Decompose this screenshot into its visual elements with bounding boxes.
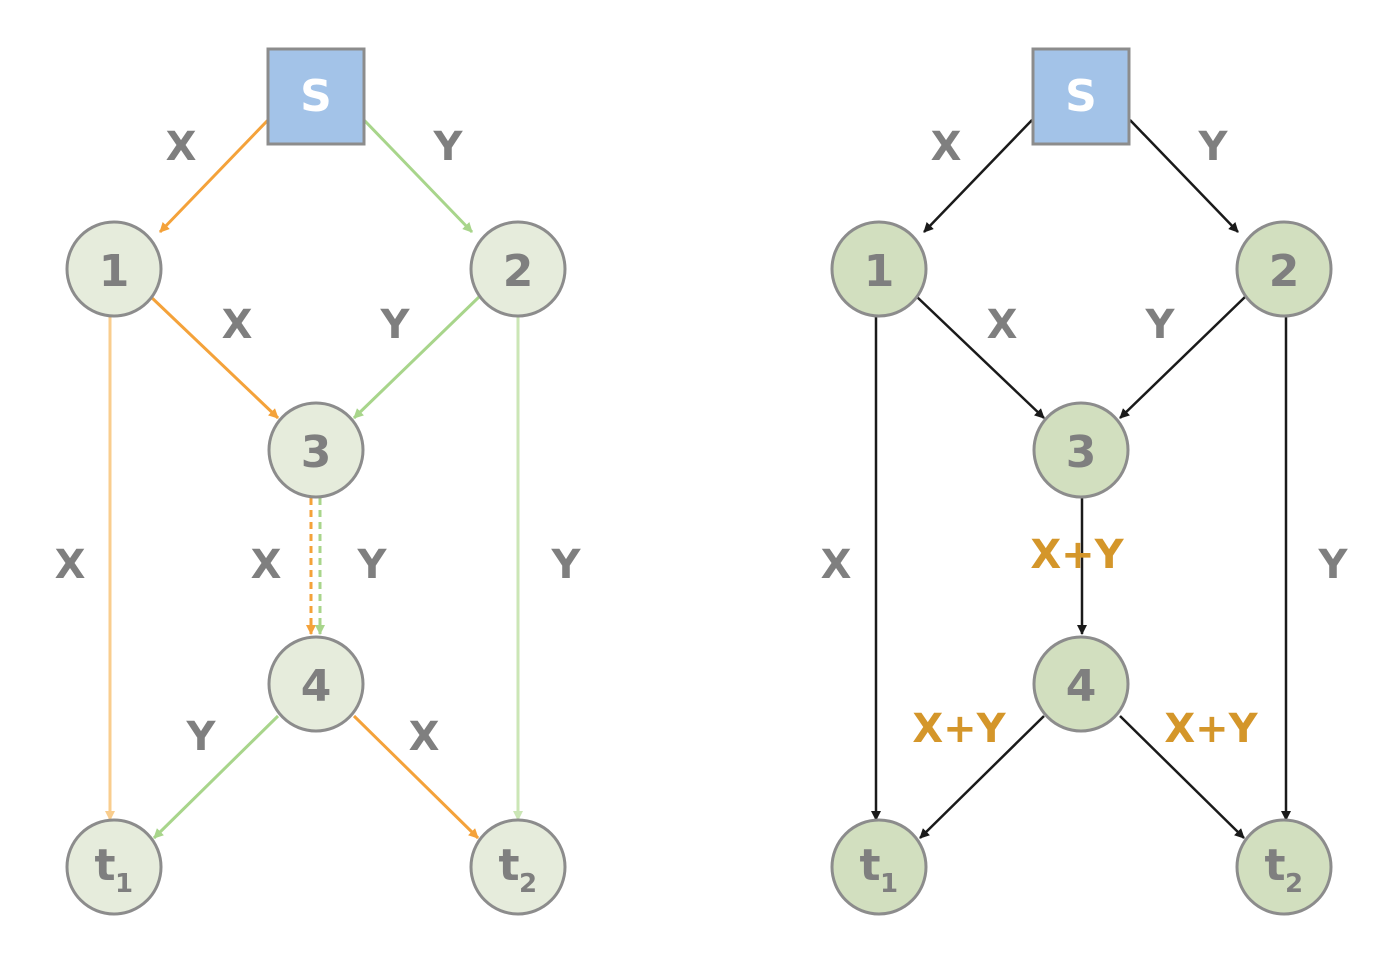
svg-text:2: 2 bbox=[1285, 869, 1303, 899]
left-node-t1: t 1 bbox=[65, 818, 163, 916]
right-edge-4-t1 bbox=[919, 715, 1045, 839]
left-label-2-t2: Y bbox=[551, 542, 582, 588]
left-label-1-3: X bbox=[222, 302, 253, 348]
svg-text:S: S bbox=[300, 71, 332, 122]
right-label-1-t1: X bbox=[821, 542, 852, 588]
right-edge-2-3 bbox=[1119, 295, 1247, 419]
left-node-4: 4 bbox=[267, 635, 365, 733]
svg-text:3: 3 bbox=[301, 427, 332, 478]
left-edge-2-3 bbox=[352, 294, 482, 420]
right-node-s: S bbox=[1031, 47, 1131, 146]
left-node-3: 3 bbox=[267, 401, 365, 499]
left-label-3-4-x: X bbox=[251, 542, 282, 588]
svg-text:2: 2 bbox=[503, 246, 534, 297]
left-edge-s-2 bbox=[362, 118, 474, 234]
right-label-4-t1: X+Y bbox=[912, 706, 1006, 752]
right-label-s-2: Y bbox=[1198, 124, 1229, 170]
left-node-s: S bbox=[266, 47, 366, 146]
right-label-2-t2: Y bbox=[1318, 542, 1349, 588]
left-node-t2: t 2 bbox=[469, 818, 567, 916]
right-label-3-4: X+Y bbox=[1030, 532, 1124, 578]
svg-text:1: 1 bbox=[880, 869, 898, 899]
left-edge-4-t2 bbox=[352, 714, 480, 840]
right-label-1-3: X bbox=[987, 302, 1018, 348]
svg-text:1: 1 bbox=[115, 869, 133, 899]
right-label-4-t2: X+Y bbox=[1164, 706, 1258, 752]
right-node-2: 2 bbox=[1235, 220, 1333, 318]
right-label-s-1: X bbox=[931, 124, 962, 170]
left-label-1-t1: X bbox=[55, 542, 86, 588]
right-diagram: X Y X Y X Y X+Y X+Y X+Y S 1 2 3 4 bbox=[821, 47, 1349, 916]
svg-text:1: 1 bbox=[864, 246, 895, 297]
left-label-4-t1: Y bbox=[186, 714, 217, 760]
left-label-2-3: Y bbox=[380, 302, 411, 348]
left-label-4-t2: X bbox=[409, 714, 440, 760]
right-label-2-3: Y bbox=[1145, 302, 1176, 348]
right-edge-4-t2 bbox=[1119, 715, 1245, 839]
right-node-t2: t 2 bbox=[1235, 818, 1333, 916]
left-node-2: 2 bbox=[469, 220, 567, 318]
svg-text:t: t bbox=[1264, 840, 1285, 891]
right-node-t1: t 1 bbox=[830, 818, 928, 916]
left-label-s-1: X bbox=[166, 124, 197, 170]
svg-text:t: t bbox=[498, 840, 519, 891]
svg-text:t: t bbox=[859, 840, 880, 891]
svg-text:4: 4 bbox=[301, 661, 332, 712]
svg-text:4: 4 bbox=[1066, 661, 1097, 712]
right-node-4: 4 bbox=[1032, 635, 1130, 733]
svg-text:t: t bbox=[94, 840, 115, 891]
right-edge-s-2 bbox=[1129, 119, 1239, 233]
svg-text:3: 3 bbox=[1066, 427, 1097, 478]
right-edge-1-3 bbox=[915, 295, 1045, 419]
right-node-3: 3 bbox=[1032, 401, 1130, 499]
svg-text:2: 2 bbox=[519, 869, 537, 899]
right-edge-s-1 bbox=[923, 119, 1033, 233]
left-label-s-2: Y bbox=[433, 124, 464, 170]
left-label-3-4-y: Y bbox=[357, 542, 388, 588]
svg-text:1: 1 bbox=[99, 246, 130, 297]
left-edge-s-1 bbox=[158, 118, 270, 234]
svg-text:2: 2 bbox=[1269, 246, 1300, 297]
svg-text:S: S bbox=[1065, 71, 1097, 122]
left-node-1: 1 bbox=[65, 220, 163, 318]
left-edge-1-3 bbox=[148, 294, 280, 420]
left-edge-4-t1 bbox=[152, 714, 280, 840]
left-diagram: X Y X Y X Y X Y Y X S 1 2 3 4 bbox=[55, 47, 582, 916]
right-node-1: 1 bbox=[830, 220, 928, 318]
